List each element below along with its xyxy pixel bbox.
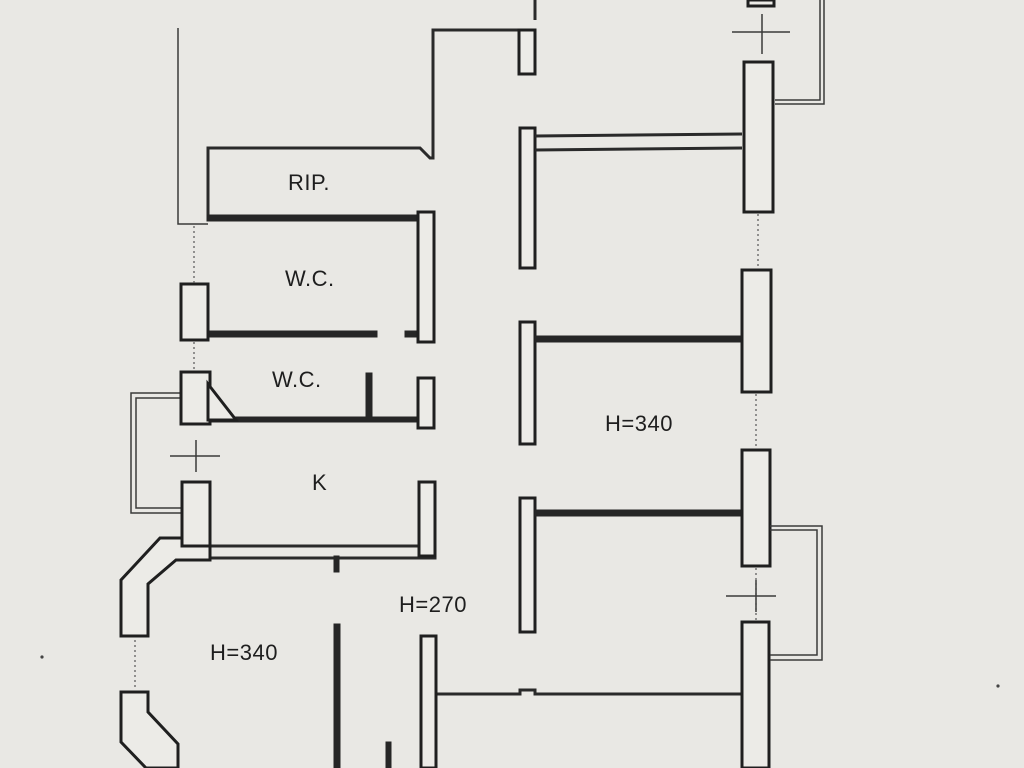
balcony-left — [130, 392, 183, 514]
balcony-top-right — [775, 0, 825, 105]
outer-left-wall — [177, 28, 208, 225]
right-wall-3 — [740, 448, 772, 568]
left-angled-wall — [119, 536, 212, 638]
partition-rip-wc — [206, 214, 422, 222]
spine-3 — [518, 496, 537, 634]
top-jamb — [517, 28, 537, 76]
lower-partition — [333, 623, 341, 768]
height-label-left: H=340 — [210, 640, 278, 665]
right-wall-top — [746, 0, 776, 8]
balcony-left-inner — [135, 397, 183, 509]
partition-right-2 — [534, 509, 744, 517]
room-label-kitchen: K — [312, 470, 328, 495]
room-label-wc-lower: W.C. — [272, 367, 322, 392]
left-wall-3 — [180, 480, 212, 548]
spine-1 — [518, 126, 537, 270]
lower-left-wall — [119, 690, 180, 768]
balcony-bottom-right — [770, 525, 823, 661]
left-wall-2-diag — [206, 379, 240, 422]
partition-right-1 — [534, 335, 744, 343]
lower-corridor-wall — [421, 634, 742, 696]
spine-2 — [518, 320, 537, 446]
window-marker-bottom — [726, 580, 776, 612]
room-label-rip: RIP. — [288, 170, 330, 195]
wall-notch — [333, 555, 340, 573]
left-wall-2 — [179, 370, 212, 426]
partition-wc-wc — [206, 330, 378, 338]
height-label-right: H=340 — [605, 411, 673, 436]
room-label-wc-upper: W.C. — [285, 266, 335, 291]
wc-right-wall-2 — [416, 376, 436, 430]
kitchen-right-jamb — [417, 480, 437, 558]
left-wall-1 — [179, 282, 210, 342]
wc-right-wall-1 — [416, 210, 436, 344]
lower-corridor-jamb — [419, 634, 438, 768]
speck — [996, 684, 1000, 688]
height-label-corridor: H=270 — [399, 592, 467, 617]
spine-1-top — [534, 132, 743, 152]
right-wall-2 — [740, 268, 773, 394]
lower-stub — [385, 741, 392, 768]
partition-wc-k — [206, 416, 422, 423]
window-marker-left — [170, 440, 220, 472]
window-marker-top — [732, 14, 790, 54]
rip-wall — [206, 28, 522, 218]
right-wall-1 — [742, 60, 775, 214]
right-wall-4 — [740, 620, 771, 768]
speck — [40, 655, 44, 659]
wc-stub — [365, 372, 373, 420]
